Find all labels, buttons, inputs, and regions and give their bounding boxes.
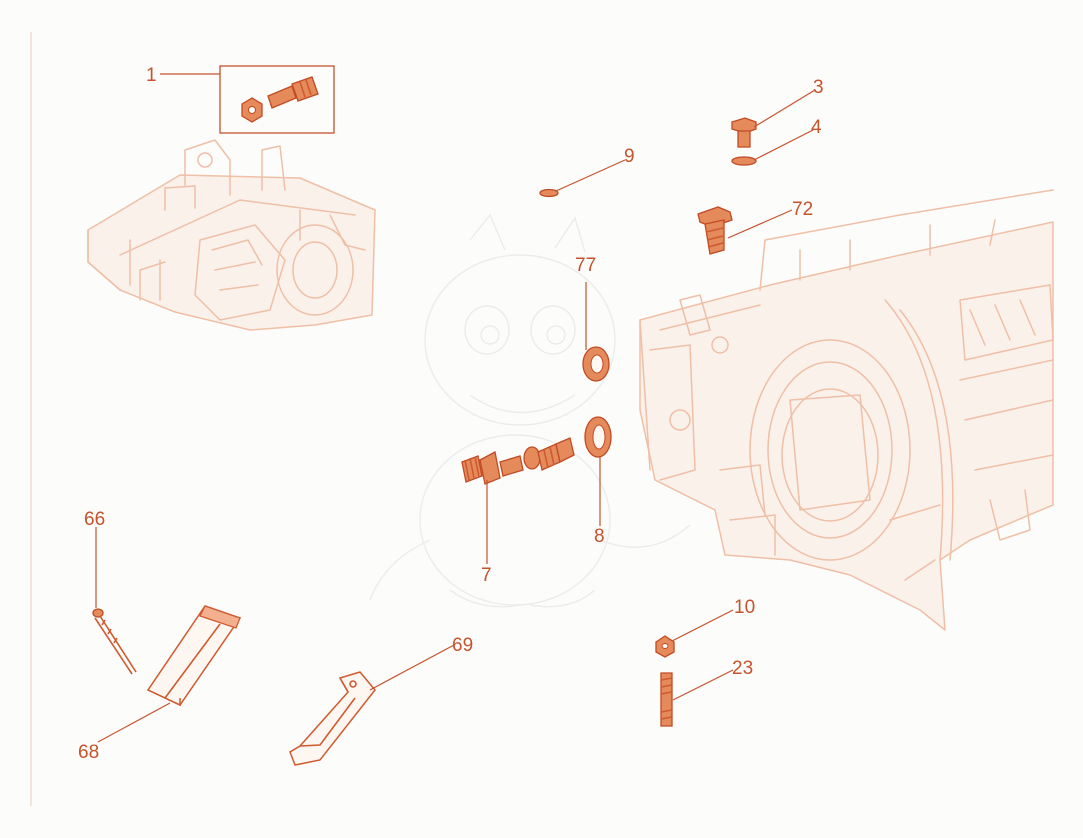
leader-lines [95,73,816,743]
pin [92,608,137,675]
plug-screw [697,206,733,255]
gear-shaft [461,437,575,485]
callout-77-label: 77 [575,255,597,276]
callout-23-label: 23 [732,658,754,679]
transmission-housing [639,189,1054,631]
washer [731,156,757,166]
nut [655,635,675,658]
callout-3-label: 3 [813,77,824,98]
nut-and-bolt-assembly [219,65,335,134]
callout-10-label: 10 [734,597,756,618]
clip [289,671,376,766]
stud [660,672,673,727]
oil-seal [584,416,612,458]
bracket [146,605,242,707]
callout-69-label: 69 [452,635,474,656]
small-washer [539,188,559,198]
callout-1-label: 1 [146,65,157,86]
callout-4-label: 4 [811,117,822,138]
callout-1-box [219,65,335,134]
callout-7-label: 7 [481,565,492,586]
watermark-mascot [369,213,691,608]
mount-bracket-housing [87,139,376,331]
seal-ring [582,346,610,382]
callout-8-label: 8 [594,526,605,547]
bolt [731,117,757,148]
callout-72-label: 72 [792,199,814,220]
callout-66-label: 66 [84,509,106,530]
callout-9-label: 9 [624,146,635,167]
callout-68-label: 68 [78,742,100,763]
